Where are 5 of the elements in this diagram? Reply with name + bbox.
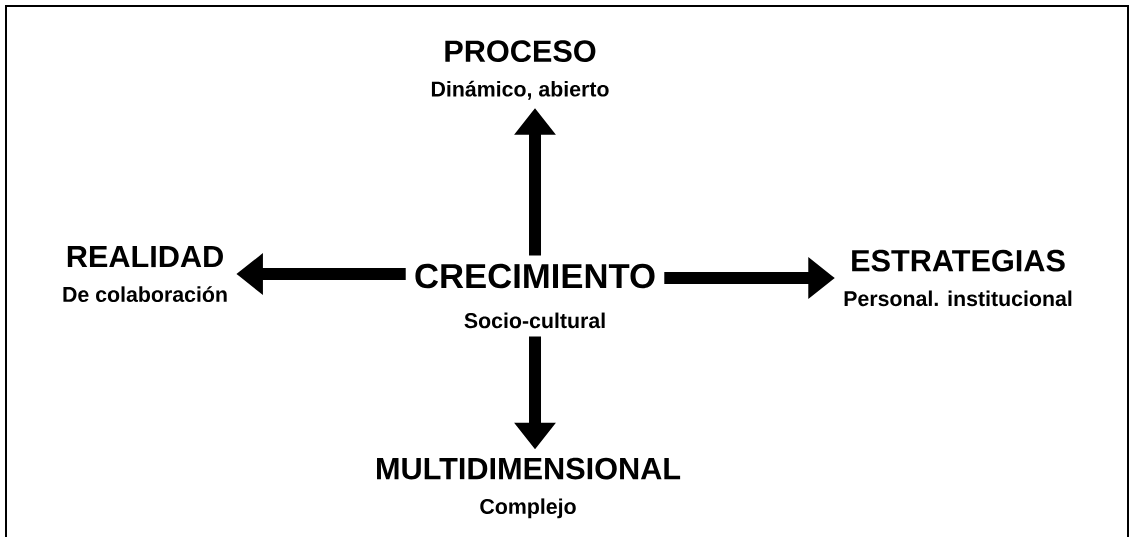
- concept-label: REALIDAD De colaboración: [63, 246, 227, 302]
- concept-label: CRECIMIENTO Socio-cultural: [415, 263, 655, 329]
- concept-label: ESTRATEGIAS Personal. institucional: [844, 249, 1072, 307]
- concept-label: MULTIDIMENSIONAL Complejo: [377, 457, 681, 519]
- concept-label: PROCESO Dinámico, abierto: [431, 40, 609, 100]
